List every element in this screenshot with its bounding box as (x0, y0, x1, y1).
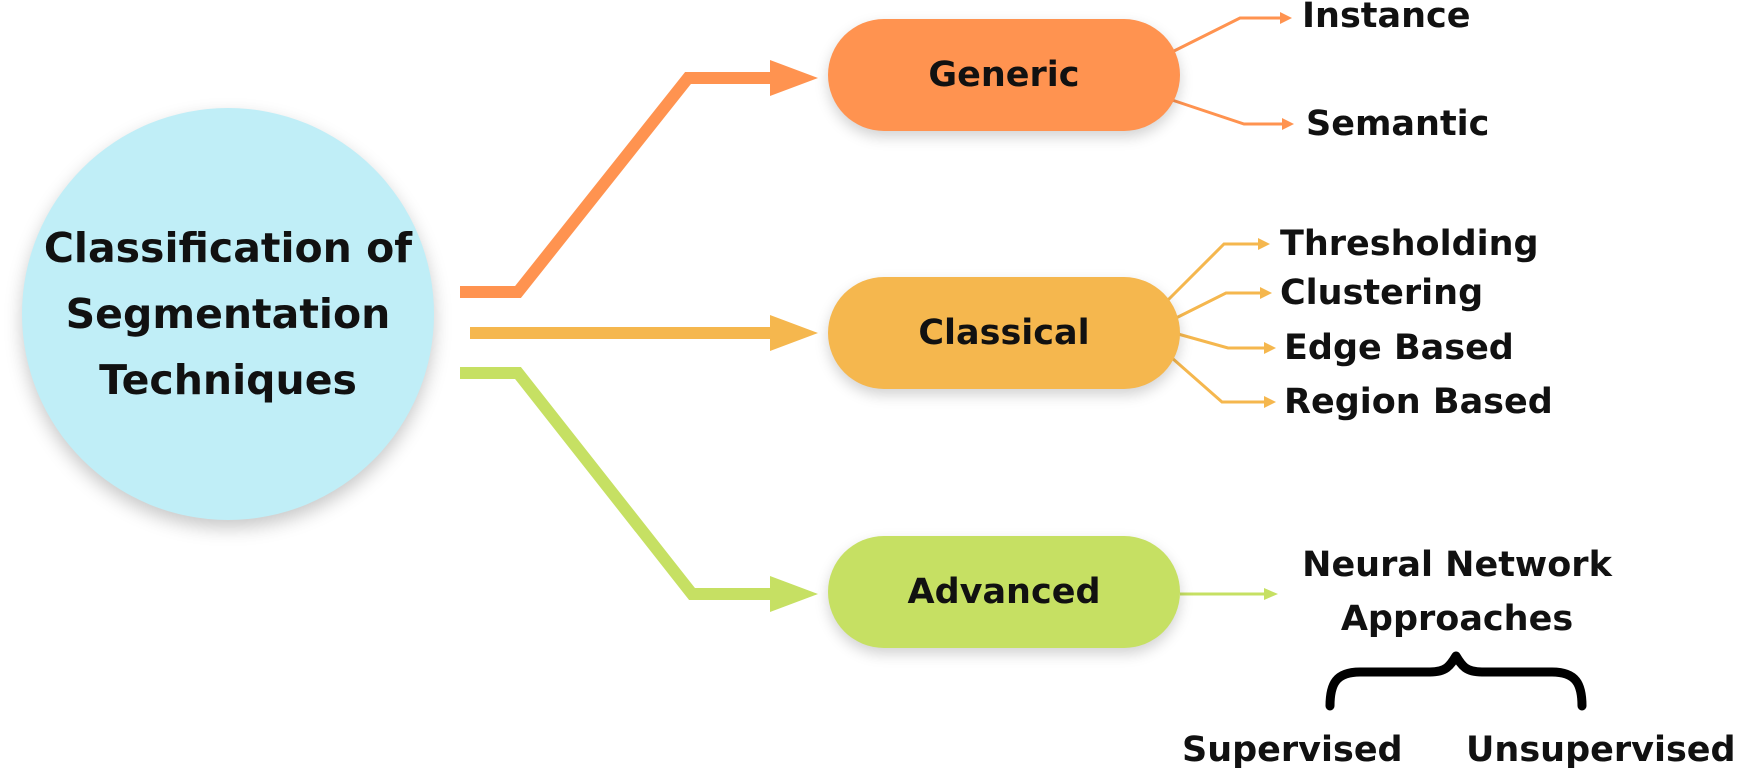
root-title-line-2: Segmentation (65, 290, 391, 338)
node-generic-label: Generic (928, 55, 1080, 95)
node-classical: Classical (828, 277, 1180, 389)
arrowhead-instance (1280, 12, 1292, 24)
node-generic: Generic (828, 19, 1180, 131)
node-advanced: Advanced (828, 536, 1180, 648)
root-title-line-3: Techniques (99, 356, 357, 404)
root-node: Classification of Segmentation Technique… (22, 108, 434, 520)
arrowhead-advanced (770, 576, 818, 612)
connector-root-to-generic (460, 72, 772, 298)
arrowhead-semantic (1282, 118, 1294, 130)
arrowhead-clustering (1260, 287, 1272, 299)
root-title: Classification of Segmentation Technique… (32, 215, 424, 413)
root-title-line-1: Classification of (43, 224, 413, 272)
connector-generic-to-instance (1171, 16, 1282, 54)
leaf-clustering: Clustering (1280, 273, 1484, 313)
arrowhead-classical (770, 315, 818, 351)
curly-brace (1325, 651, 1587, 711)
arrowhead-neural-network (1264, 588, 1278, 600)
leaf-unsupervised: Unsupervised (1466, 730, 1736, 770)
leaf-neural-network-line-1: Neural Network (1302, 545, 1612, 585)
arrowhead-generic (770, 60, 818, 96)
leaf-neural-network-approaches: Neural Network Approaches (1270, 538, 1644, 646)
connector-classical-to-clustering (1175, 291, 1262, 320)
connector-classical-to-edge-based (1177, 332, 1266, 350)
node-classical-label: Classical (918, 313, 1090, 353)
arrowhead-edge-based (1264, 342, 1276, 354)
leaf-neural-network-line-2: Approaches (1340, 599, 1574, 639)
leaf-semantic: Semantic (1306, 104, 1490, 144)
leaf-instance: Instance (1302, 0, 1471, 36)
node-advanced-label: Advanced (907, 572, 1101, 612)
connector-root-to-advanced (460, 367, 772, 600)
leaf-thresholding: Thresholding (1280, 224, 1539, 264)
connector-classical-to-region-based (1171, 356, 1266, 404)
arrowhead-thresholding (1258, 238, 1270, 250)
connector-generic-to-semantic (1171, 98, 1284, 126)
leaf-region-based: Region Based (1284, 382, 1553, 422)
connector-classical-to-thresholding (1166, 242, 1260, 302)
leaf-edge-based: Edge Based (1284, 328, 1514, 368)
arrowhead-region-based (1264, 396, 1276, 408)
leaf-supervised: Supervised (1182, 730, 1403, 770)
